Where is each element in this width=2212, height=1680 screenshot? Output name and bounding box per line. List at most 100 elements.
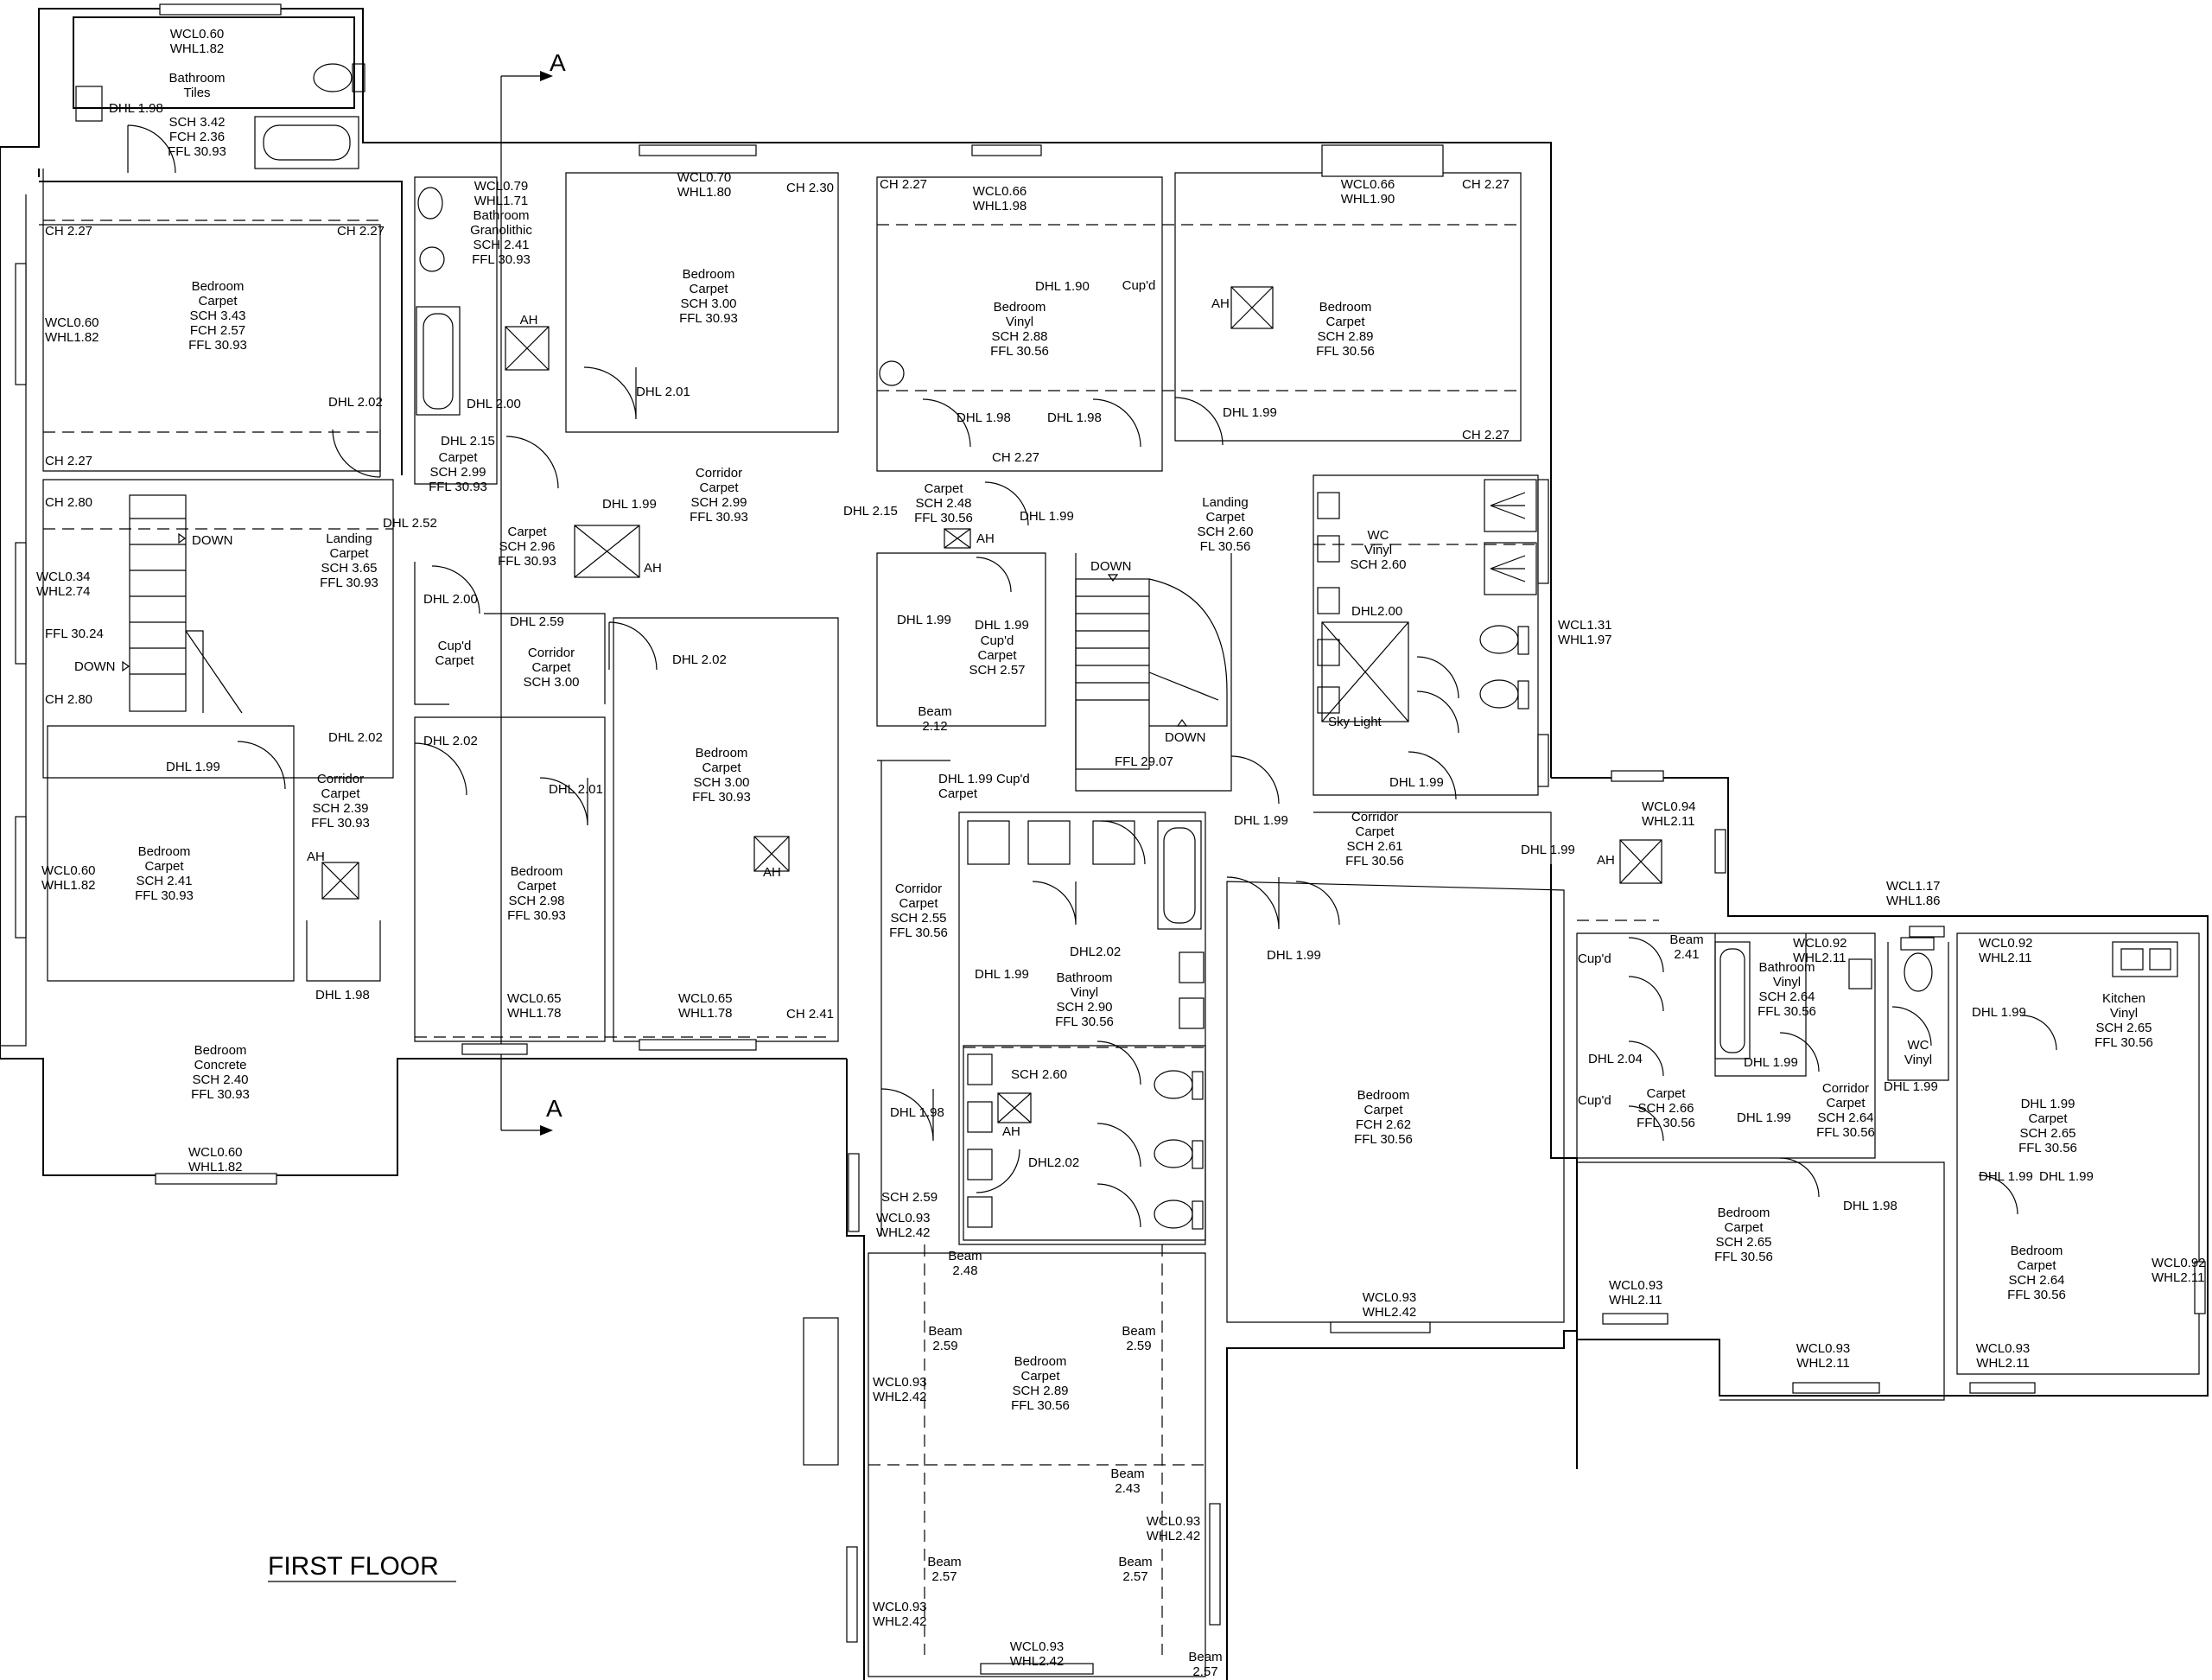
label-line: DHL 1.99 [2021, 1097, 2075, 1111]
label-line: WCL0.70 [677, 170, 732, 185]
label-line: FCH 2.36 [169, 130, 225, 144]
label-line: DHL 2.01 [549, 782, 603, 797]
label-line: 2.57 [931, 1569, 957, 1584]
label-line: SCH 2.99 [690, 495, 747, 510]
label-line: Bedroom [696, 746, 748, 760]
label-line: FFL 30.56 [990, 344, 1049, 359]
label-line: SCH 2.98 [508, 894, 564, 908]
label-line: DHL 2.02 [423, 734, 478, 748]
label-line: Kitchen [2102, 991, 2145, 1006]
label-cupd-3: Cup'd [1578, 1093, 1611, 1108]
label-line: Beam [1110, 1467, 1144, 1481]
basin-icon [879, 360, 905, 386]
label-ch227-d: CH 2.27 [880, 177, 927, 192]
label-line: SCH 2.65 [1715, 1235, 1771, 1250]
windows [15, 3, 2206, 1675]
label-line: Carpet [2017, 1258, 2056, 1273]
label-line: WHL2.11 [1979, 951, 2031, 965]
label-line: Beam [918, 704, 951, 719]
label-line: CH 2.27 [992, 450, 1039, 465]
label-line: Vinyl [2110, 1006, 2138, 1021]
label-dhl199-g: DHL 1.99 [166, 760, 220, 774]
label-line: FFL 30.56 [2018, 1141, 2077, 1155]
label-line: SCH 2.99 [429, 465, 486, 480]
label-line: DOWN [74, 659, 116, 674]
label-ffl3024: FFL 30.24 [45, 627, 104, 641]
label-line: WCL0.92 [1793, 936, 1847, 951]
label-line: WHL1.82 [170, 41, 225, 56]
label-line: SCH 2.96 [499, 539, 555, 554]
label-line: Beam [1118, 1555, 1152, 1569]
label-line: WCL0.92 [1979, 936, 2033, 951]
label-line: WHL2.42 [873, 1614, 927, 1629]
label-line: Corridor [895, 881, 942, 896]
label-ah-3: AH [976, 531, 995, 546]
label-dhl199-n: DHL 1.99 [1737, 1110, 1791, 1125]
door-swings [127, 124, 2057, 1228]
fittings [75, 63, 2178, 1230]
label-line: WCL0.66 [1341, 177, 1395, 192]
label-line: CH 2.27 [1462, 428, 1510, 442]
label-line: AH [1002, 1124, 1020, 1139]
label-line: SCH 2.64 [1758, 990, 1815, 1004]
label-line: DHL 2.00 [423, 592, 478, 607]
label-line: SCH 2.60 [1350, 557, 1406, 572]
label-line: Vinyl [1904, 1053, 1932, 1067]
label-line: Cup'd [438, 639, 472, 653]
label-line: Corridor [1822, 1081, 1869, 1096]
label-line: Cup'd [981, 633, 1014, 648]
plan-title: FIRST FLOOR [268, 1552, 439, 1581]
label-line: Carpet [938, 786, 978, 801]
label-line: Carpet [1325, 315, 1365, 329]
label-line: WCL0.66 [973, 184, 1027, 199]
label-line: SCH 3.42 [168, 115, 225, 130]
label-line: Carpet [689, 282, 728, 296]
label-line: FFL 30.56 [2007, 1288, 2066, 1302]
hatch-icon [574, 525, 640, 578]
label-line: WHL1.97 [1558, 633, 1612, 647]
label-line: SCH 2.39 [312, 801, 368, 816]
label-line: WCL0.94 [1642, 799, 1696, 814]
label-line: FFL 30.56 [1354, 1132, 1413, 1147]
label-line: DHL 1.99 [1744, 1055, 1798, 1070]
label-line: Bedroom [1014, 1354, 1067, 1369]
label-line: FL 30.56 [1200, 539, 1251, 554]
label-line: FCH 2.57 [190, 323, 245, 338]
label-line: SCH 2.41 [136, 874, 192, 888]
label-line: WCL0.93 [1010, 1639, 1065, 1654]
label-line: WHL2.11 [1609, 1293, 1662, 1308]
label-ffl2907: FFL 29.07 [1115, 754, 1173, 769]
label-line: Carpet [329, 546, 369, 561]
shower-icon [1027, 820, 1071, 865]
hatch-icon [321, 862, 359, 900]
label-line: WCL0.65 [507, 991, 562, 1006]
label-line: FFL 30.56 [1714, 1250, 1773, 1264]
label-dhl198-f: DHL 1.98 [1843, 1199, 1897, 1213]
label-line: 2.43 [1115, 1481, 1140, 1496]
label-line: Corridor [317, 772, 364, 786]
toilet-icon [417, 187, 443, 220]
label-dhl199-d: DHL 1.99 [897, 613, 951, 627]
basin-icon [1317, 535, 1340, 563]
toilet-icon [1479, 679, 1519, 709]
label-line: WCL0.60 [41, 863, 96, 878]
label-line: Carpet [1205, 510, 1245, 525]
label-line: Carpet [1724, 1220, 1764, 1235]
label-line: Tiles [183, 86, 210, 100]
basin-icon [1317, 639, 1340, 666]
label-line: Bedroom [1357, 1088, 1410, 1103]
label-line: WHL1.86 [1886, 894, 1941, 908]
label-line: Carpet [507, 525, 547, 539]
